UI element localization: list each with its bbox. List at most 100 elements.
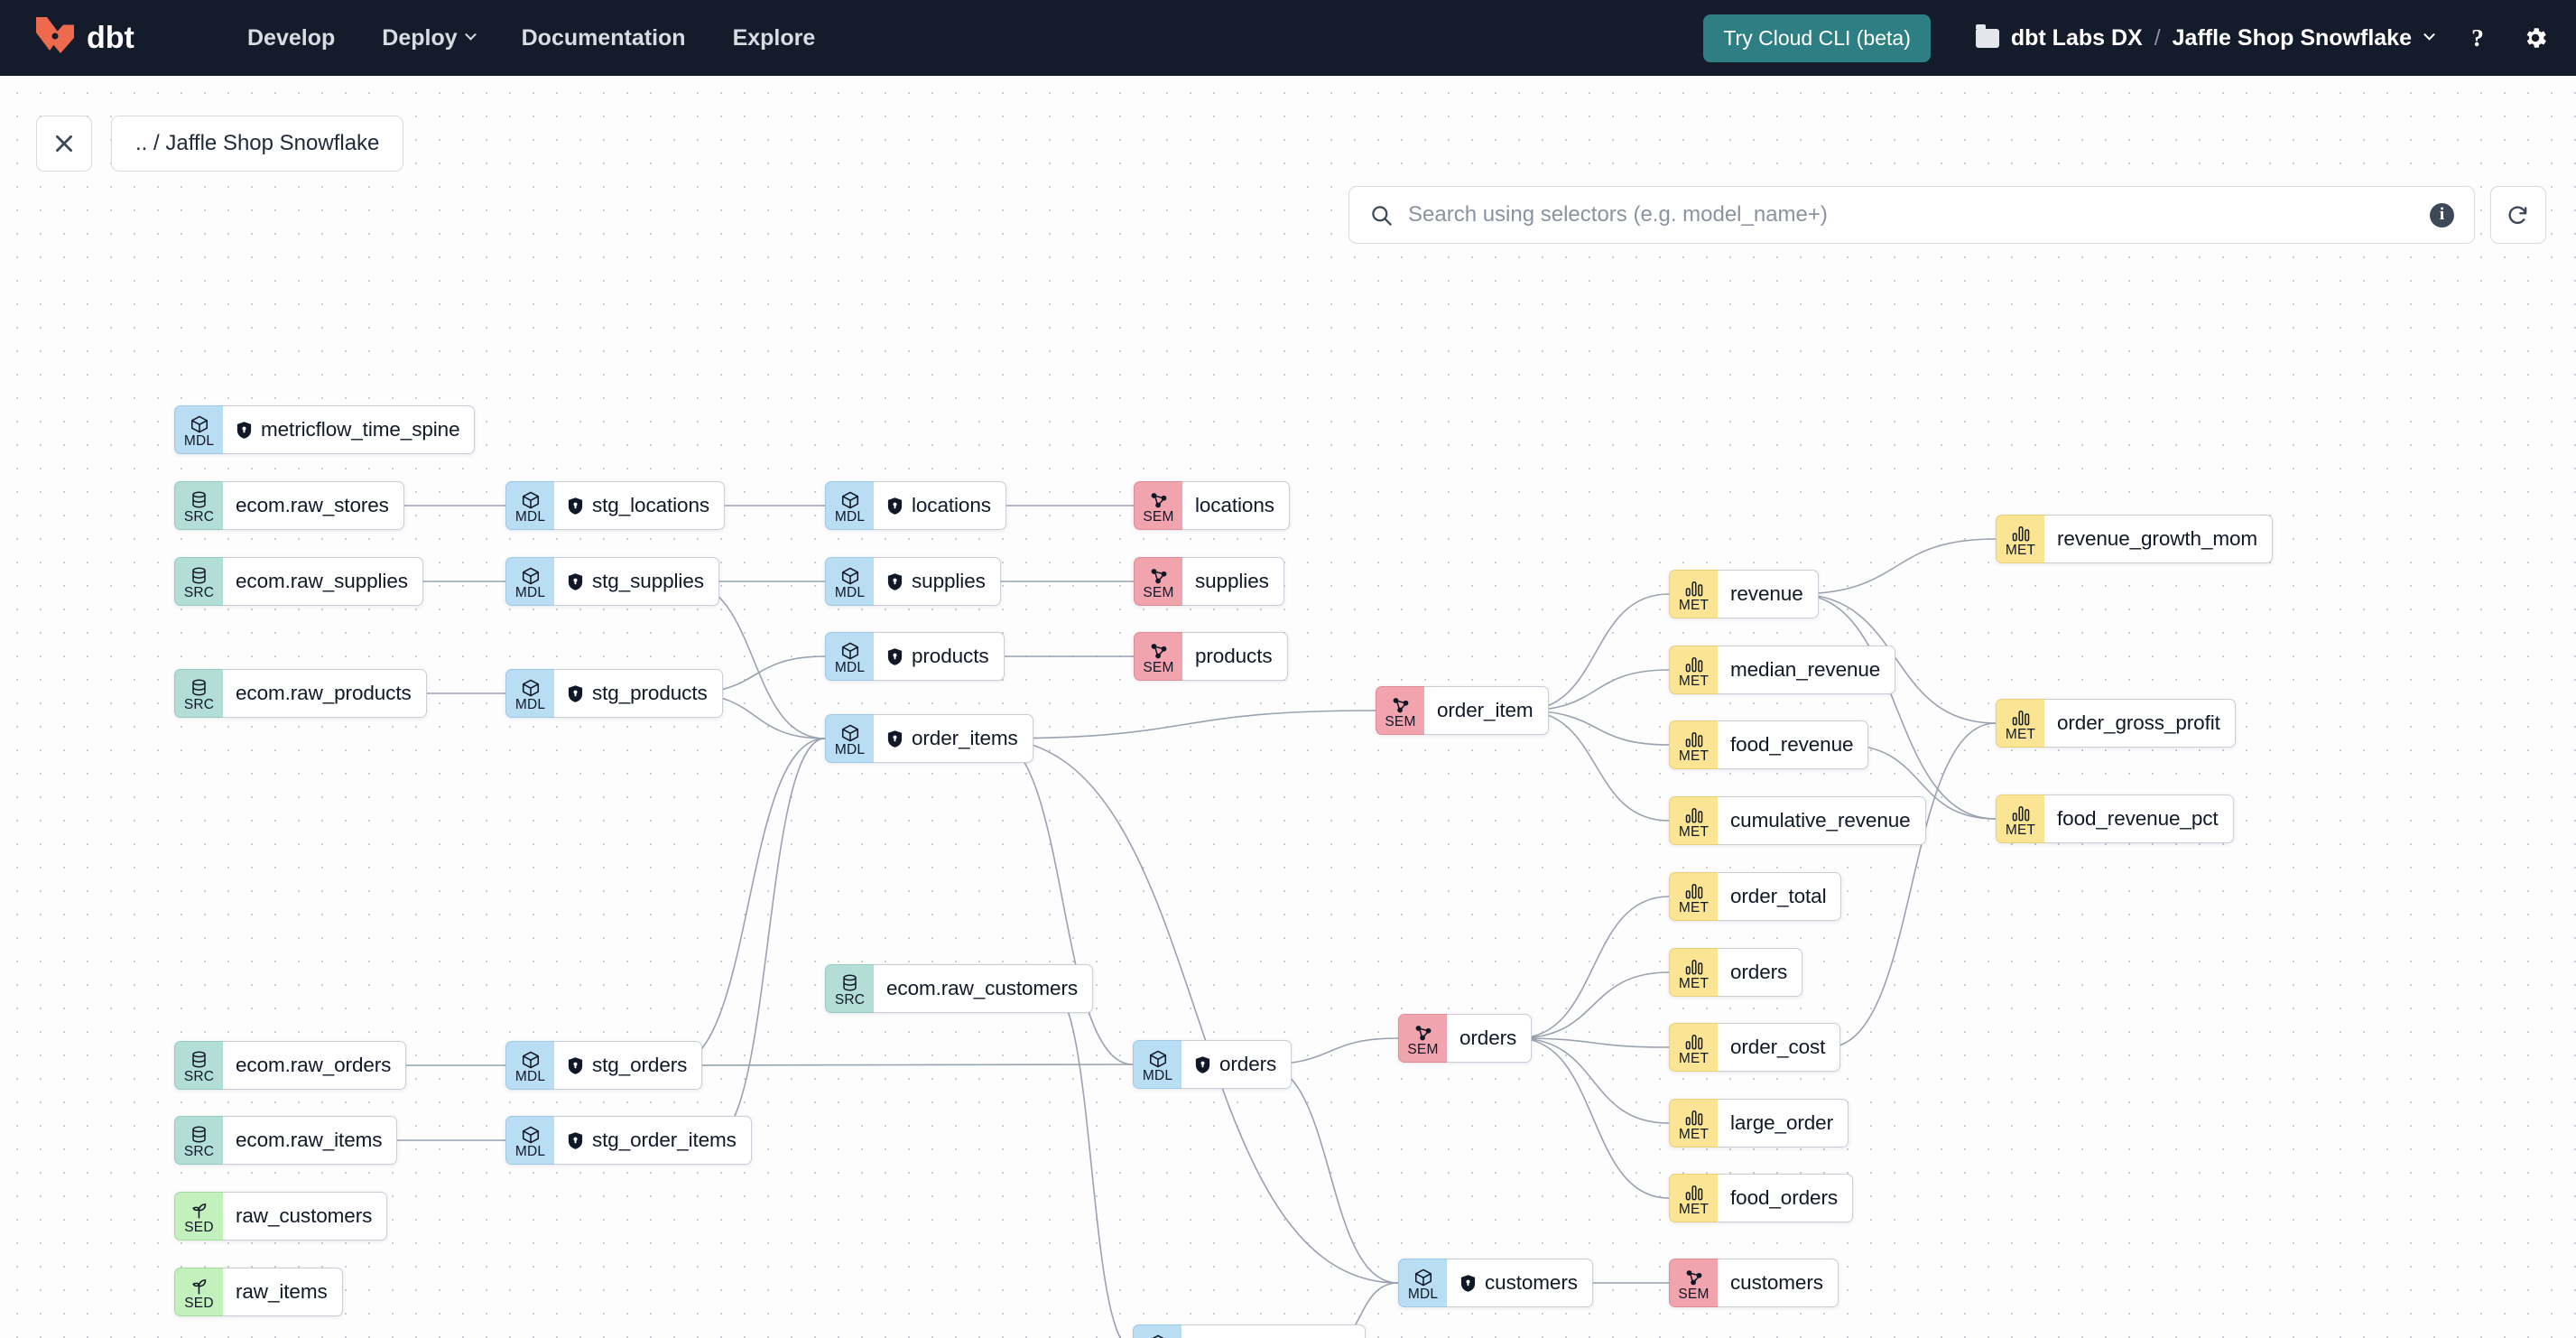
node-label: stg_order_items <box>592 1129 737 1151</box>
cube-icon <box>521 490 541 510</box>
search-bar[interactable]: i <box>1348 186 2475 244</box>
node-type-badge-mdl: MDL <box>174 405 223 454</box>
graph-node-stg_products[interactable]: MDL stg_products <box>505 669 723 718</box>
node-type-badge-src: SRC <box>174 557 223 606</box>
try-cloud-cli-button[interactable]: Try Cloud CLI (beta) <box>1703 14 1931 62</box>
node-type-badge-mdl: MDL <box>505 481 554 530</box>
cube-icon <box>840 641 860 661</box>
nav-link-develop[interactable]: Develop <box>224 16 358 60</box>
node-type-badge-met: MET <box>1669 1099 1718 1148</box>
node-type-badge-mdl: MDL <box>505 669 554 718</box>
network-icon <box>1149 490 1169 510</box>
node-body: supplies <box>1182 557 1284 606</box>
node-type-badge-mdl: MDL <box>825 714 874 763</box>
node-type-label: MDL <box>514 1068 546 1084</box>
graph-node-mdl_customers[interactable]: MDL customers <box>1398 1259 1593 1307</box>
node-label: locations <box>912 494 991 516</box>
search-icon <box>1372 205 1392 226</box>
network-icon <box>1149 566 1169 586</box>
node-label: large_order <box>1730 1111 1833 1134</box>
node-type-label: SEM <box>1407 1041 1439 1057</box>
graph-edge <box>1261 1064 1399 1284</box>
search-input[interactable] <box>1408 202 2415 228</box>
nav-link-documentation[interactable]: Documentation <box>498 16 709 60</box>
cube-icon <box>521 1050 541 1070</box>
node-type-badge-met: MET <box>1669 570 1718 618</box>
shield-icon <box>567 497 584 516</box>
graph-node-met_large_order[interactable]: MET large_order <box>1669 1099 1849 1148</box>
node-body: order_cost <box>1718 1023 1841 1072</box>
node-type-label: MDL <box>834 508 866 525</box>
shield-icon <box>886 729 903 748</box>
bar-chart-icon <box>2011 708 2031 728</box>
breadcrumb-pill[interactable]: .. / Jaffle Shop Snowflake <box>111 116 404 172</box>
node-body: order_item <box>1424 686 1549 735</box>
node-body: ecom.raw_products <box>223 669 427 718</box>
account-name: dbt Labs DX <box>2010 24 2143 51</box>
node-label: stg_products <box>592 682 708 704</box>
shield-icon <box>1195 1055 1210 1073</box>
node-type-badge-met: MET <box>1669 1174 1718 1222</box>
settings-button[interactable] <box>2522 24 2549 51</box>
refresh-button[interactable] <box>2490 186 2546 244</box>
graph-node-mdl_locations[interactable]: MDL locations <box>825 481 1006 530</box>
bar-chart-icon <box>1684 805 1704 825</box>
shield-icon <box>1194 1055 1211 1074</box>
network-icon <box>1149 641 1169 661</box>
account-project-breadcrumb[interactable]: dbt Labs DX / Jaffle Shop Snowflake <box>1975 23 2435 51</box>
node-body: raw_customers <box>223 1192 388 1240</box>
nav-link-deploy[interactable]: Deploy <box>358 16 497 60</box>
bar-chart-icon <box>1684 957 1704 977</box>
bar-chart-icon <box>1684 1032 1704 1052</box>
help-button[interactable]: ? <box>2464 24 2491 51</box>
close-graph-button[interactable] <box>36 116 92 172</box>
project-name: Jaffle Shop Snowflake <box>2172 24 2412 51</box>
node-label: ecom.raw_customers <box>886 977 1079 999</box>
lineage-graph-canvas[interactable]: .. / Jaffle Shop Snowflake i MDLmetricfl… <box>0 76 2576 1338</box>
shield-icon <box>567 572 584 591</box>
dbt-logo[interactable]: dbt <box>32 14 166 61</box>
node-body: customers <box>1447 1259 1593 1307</box>
nav-link-explore[interactable]: Explore <box>709 16 839 60</box>
node-type-label: MDL <box>1407 1286 1439 1302</box>
info-icon[interactable]: i <box>2430 202 2454 228</box>
bar-chart-icon <box>1684 1183 1704 1203</box>
node-type-badge-met: MET <box>1669 720 1718 769</box>
node-label: ecom.raw_orders <box>236 1054 392 1076</box>
